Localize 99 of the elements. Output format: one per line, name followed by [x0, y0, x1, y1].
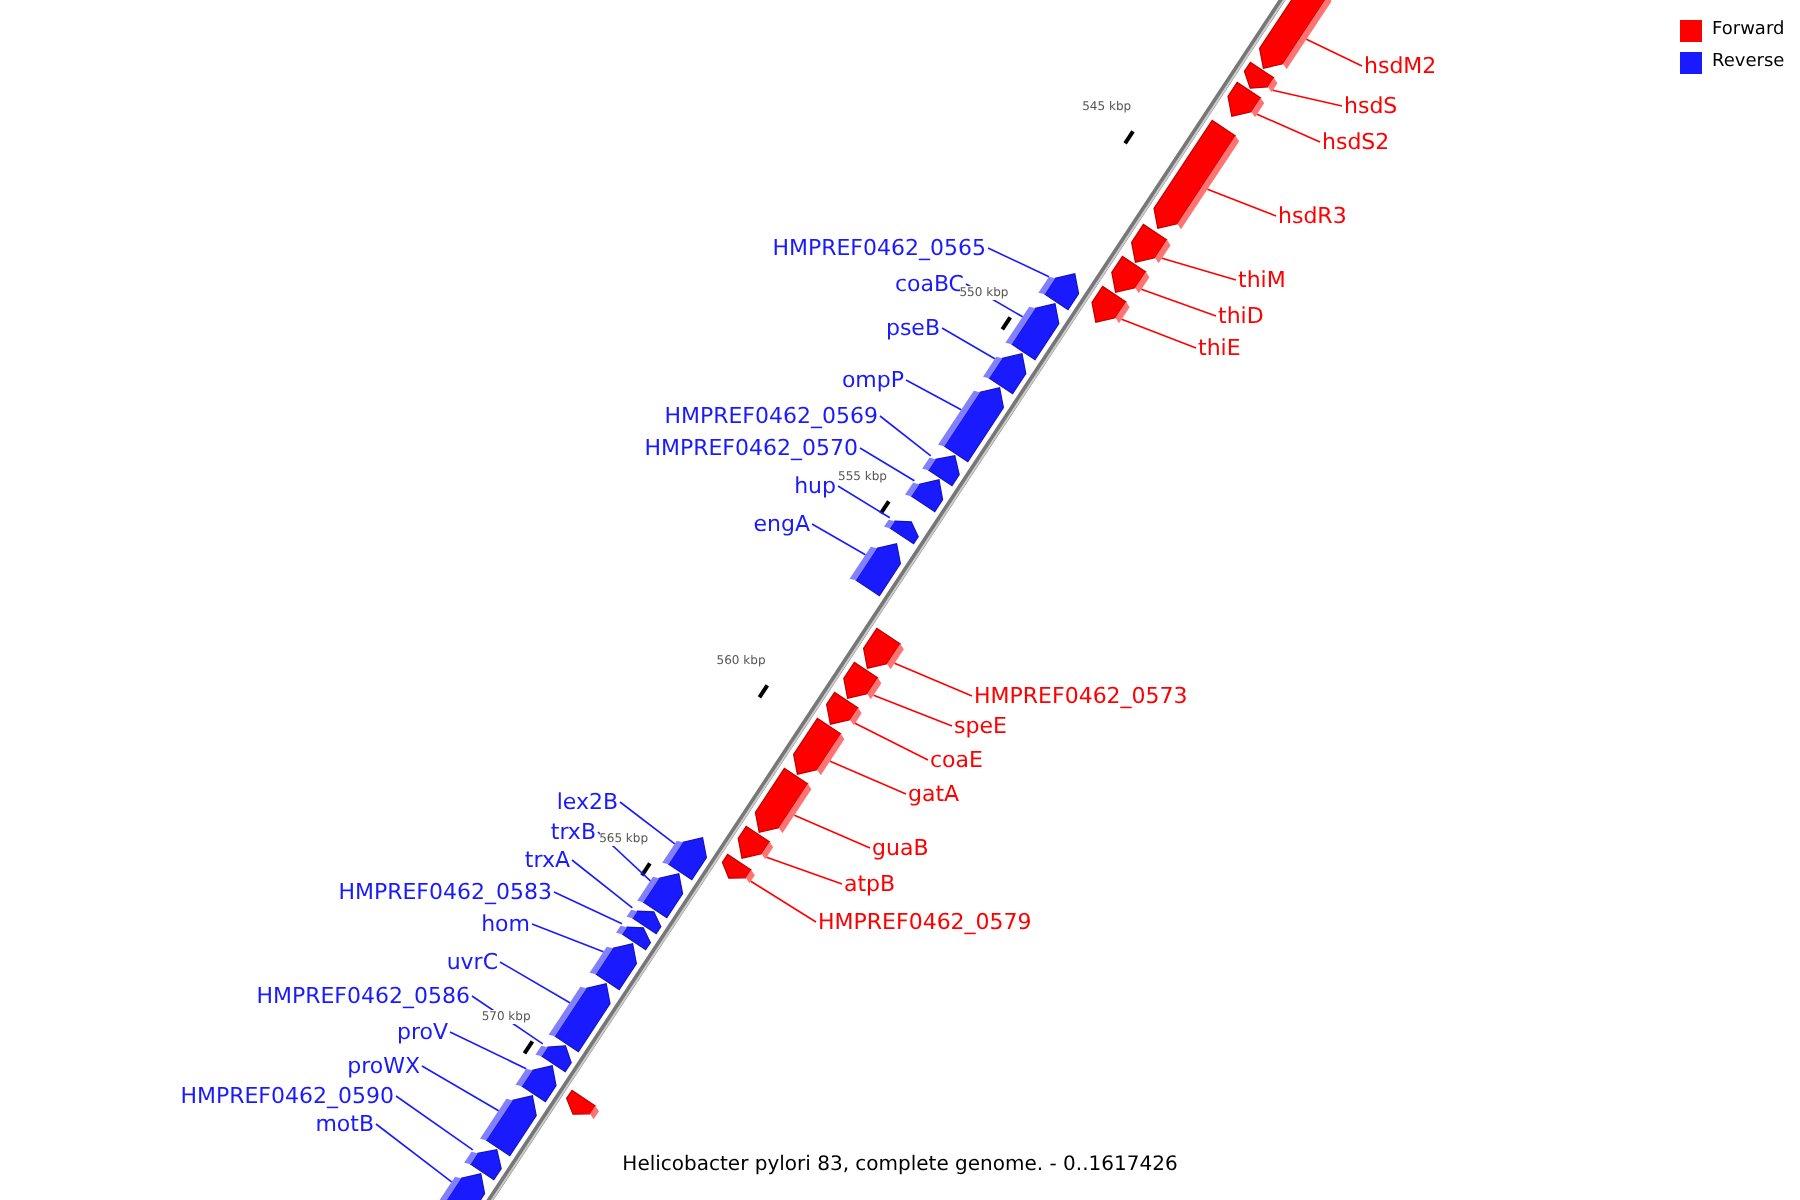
- gene-label: thiD: [1218, 303, 1264, 329]
- leader-line: [941, 327, 996, 360]
- gene-feature: [737, 825, 774, 860]
- leader-line: [571, 859, 634, 909]
- gene-feature: [1243, 61, 1278, 93]
- gene-feature: [515, 1065, 557, 1103]
- gene-label: HMPREF0462_0590: [180, 1083, 394, 1109]
- gene-label: hsdS: [1344, 93, 1398, 119]
- gene-feature: [1038, 273, 1080, 311]
- gene-label: lex2B: [556, 789, 618, 815]
- gene-feature: [548, 983, 611, 1053]
- leader-line: [854, 722, 929, 761]
- gene-label: hsdM2: [1364, 53, 1437, 79]
- gene-label: speE: [954, 713, 1007, 739]
- gene-label: HMPREF0462_0573: [974, 683, 1188, 709]
- gene-label: proWX: [347, 1053, 420, 1079]
- gene-feature: [1091, 285, 1130, 324]
- gene-label: HMPREF0462_0586: [256, 983, 470, 1009]
- gene-feature: [1153, 119, 1240, 230]
- gene-label: uvrC: [446, 949, 498, 975]
- leader-line: [499, 961, 571, 1004]
- gene-feature: [480, 1095, 537, 1157]
- gene-label: trxA: [524, 847, 570, 873]
- gene-label: pseB: [885, 315, 940, 341]
- gene-label: HMPREF0462_0579: [818, 909, 1032, 935]
- gene-label: proV: [396, 1019, 448, 1045]
- leader-line: [1305, 38, 1363, 67]
- gene-feature: [721, 853, 755, 884]
- leader-line: [531, 923, 605, 953]
- gene-feature: [922, 455, 960, 487]
- gene-label: coaBC: [894, 271, 964, 297]
- gene-feature: [1130, 223, 1171, 264]
- gene-feature: [1227, 81, 1265, 118]
- gene-feature: [535, 1045, 572, 1073]
- gene-feature: [754, 767, 812, 834]
- gene-feature: [616, 925, 652, 951]
- gene-label: atpB: [844, 871, 896, 897]
- gene-feature: [1258, 0, 1332, 70]
- gene-feature: [565, 1089, 599, 1120]
- leader-line: [449, 1031, 527, 1070]
- gene-label: motB: [315, 1111, 374, 1137]
- leader-line: [1120, 318, 1197, 349]
- caption: Helicobacter pylori 83, complete genome. - 0..1617426: [622, 1154, 1178, 1176]
- leader-line: [619, 801, 676, 845]
- gene-label: engA: [753, 511, 810, 537]
- gene-feature: [464, 1149, 502, 1181]
- leader-line: [1272, 89, 1343, 107]
- gene-label: guaB: [872, 835, 929, 861]
- leader-line: [872, 694, 953, 727]
- leader-line: [395, 1095, 474, 1151]
- gene-feature: [849, 543, 902, 597]
- gene-feature: [938, 387, 1005, 463]
- gene-feature: [983, 353, 1027, 395]
- gene-feature: [825, 691, 862, 726]
- gene-feature: [662, 837, 708, 881]
- leader-line: [375, 1123, 453, 1183]
- gene-label: thiM: [1238, 267, 1286, 293]
- gene-label: coaE: [930, 747, 983, 773]
- gene-label: ompP: [841, 367, 904, 393]
- gene-feature: [792, 717, 845, 776]
- gene-label: HMPREF0462_0569: [664, 403, 878, 429]
- gene-label: trxB: [550, 819, 596, 845]
- gene-feature: [589, 943, 638, 991]
- gene-label: hsdR3: [1278, 203, 1347, 229]
- gene-label: hup: [794, 473, 836, 499]
- leader-line: [1256, 113, 1321, 143]
- gene-label: HMPREF0462_0583: [338, 879, 552, 905]
- leader-line: [879, 415, 932, 457]
- gene-feature: [843, 661, 882, 700]
- leader-line: [859, 447, 916, 482]
- leader-line: [750, 880, 817, 923]
- leader-line: [1206, 188, 1277, 217]
- gene-feature: [1111, 255, 1150, 294]
- leader-line: [1161, 257, 1237, 281]
- leader-line: [893, 662, 973, 697]
- gene-label: thiE: [1198, 335, 1241, 361]
- gene-label: hsdS2: [1322, 129, 1390, 155]
- gene-label: HMPREF0462_0570: [644, 435, 858, 461]
- leader-line: [421, 1065, 500, 1112]
- gene-label: HMPREF0462_0565: [772, 235, 986, 261]
- gene-feature: [905, 479, 944, 513]
- legend-label: Forward: [1712, 20, 1785, 42]
- leader-line: [905, 379, 962, 411]
- gene-label: gatA: [908, 781, 960, 807]
- gene-feature: [862, 627, 904, 670]
- leader-line: [987, 247, 1050, 278]
- gene-label: hom: [481, 911, 530, 937]
- leader-line: [1140, 288, 1217, 317]
- leader-line: [553, 891, 623, 925]
- gene-feature: [437, 1173, 486, 1200]
- gene-feature: [884, 519, 919, 545]
- leader-line: [811, 523, 867, 556]
- leader-line: [837, 485, 891, 519]
- gene-feature: [626, 909, 662, 935]
- gene-feature: [1005, 303, 1060, 361]
- leader-line: [829, 760, 907, 795]
- leader-line: [765, 856, 843, 885]
- legend-label: Reverse: [1712, 52, 1785, 74]
- leader-line: [793, 814, 871, 849]
